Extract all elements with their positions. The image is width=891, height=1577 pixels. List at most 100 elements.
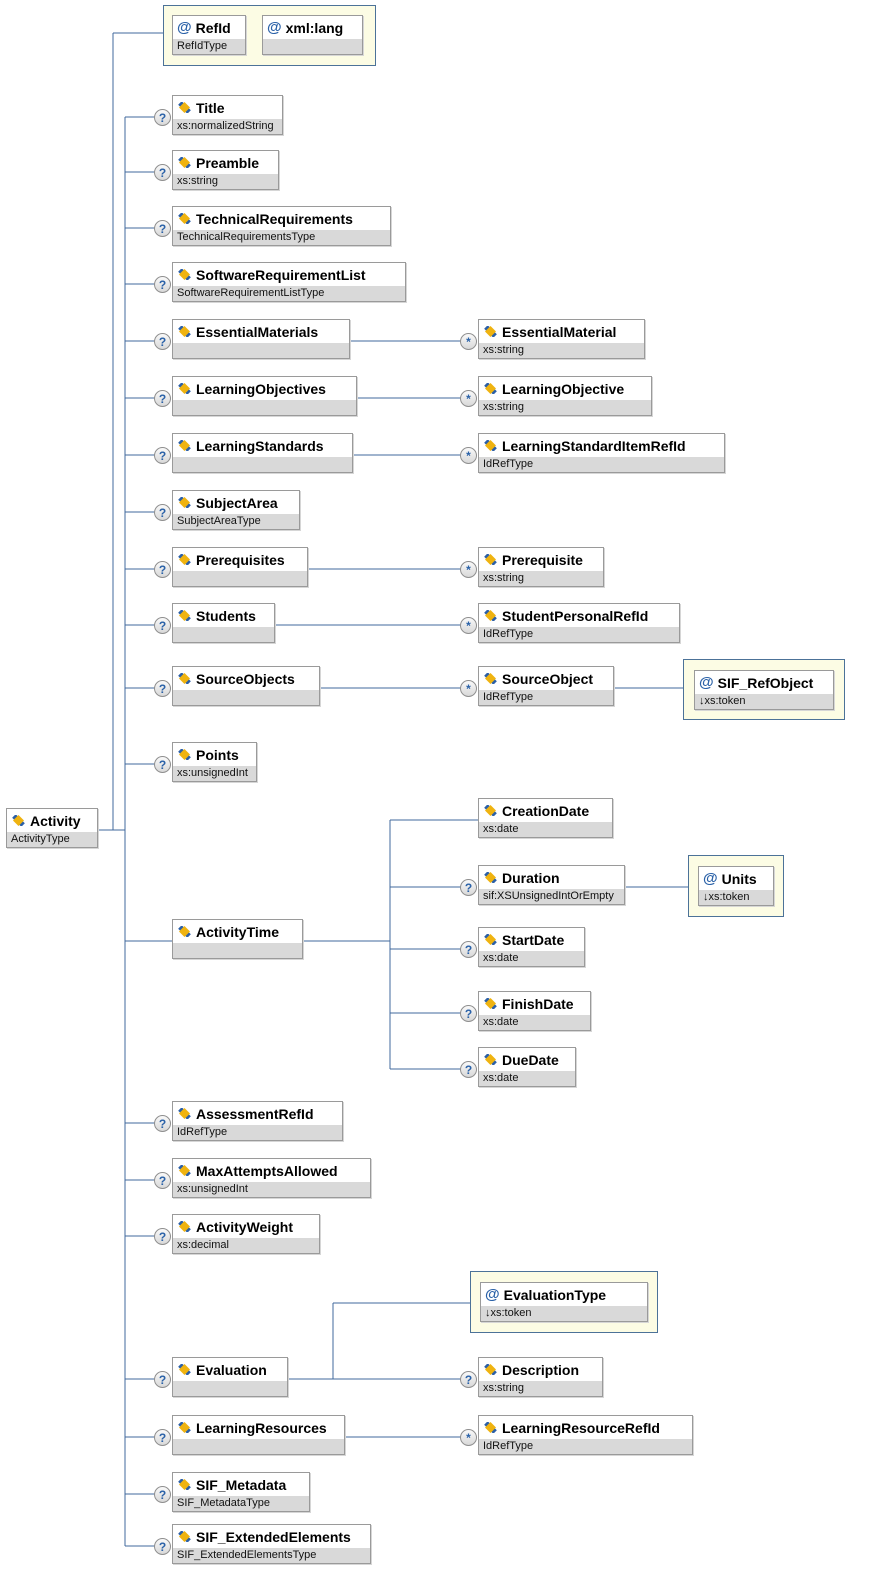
occurrence-badge: ? <box>154 1115 171 1132</box>
node-name-row: LearningStandardItemRefId <box>479 434 724 457</box>
node-name-row: Preamble <box>173 151 278 174</box>
element-icon <box>484 1054 497 1065</box>
element-prerequisite[interactable]: * Prerequisite xs:string <box>460 547 604 587</box>
occurrence-badge: ? <box>154 1429 171 1446</box>
element-icon <box>178 1422 191 1433</box>
node-label: MaxAttemptsAllowed <box>196 1162 338 1179</box>
element-preamble[interactable]: ? Preamble xs:string <box>154 150 279 190</box>
element-students[interactable]: ? Students <box>154 603 275 643</box>
node-label: SourceObject <box>502 670 594 687</box>
attribute-evaluationtype[interactable]: @ EvaluationType ↓xs:token <box>480 1282 648 1322</box>
node-label: LearningResources <box>196 1419 327 1436</box>
element-activity[interactable]: Activity ActivityType <box>6 808 98 848</box>
element-learningobjectives[interactable]: ? LearningObjectives <box>154 376 357 416</box>
element-icon <box>178 554 191 565</box>
attribute-units[interactable]: @ Units ↓xs:token <box>698 866 774 906</box>
element-icon <box>484 1364 497 1375</box>
node-type: xs:string <box>479 343 644 358</box>
node-label: SIF_RefObject <box>717 674 814 691</box>
node-type: IdRefType <box>479 627 679 642</box>
element-description[interactable]: ? Description xs:string <box>460 1357 603 1397</box>
occurrence-badge: ? <box>460 879 477 896</box>
element-evaluation[interactable]: ? Evaluation <box>154 1357 288 1397</box>
node-label: Activity <box>30 812 81 829</box>
node-name-row: SourceObjects <box>173 667 319 690</box>
element-subjectarea[interactable]: ? SubjectArea SubjectAreaType <box>154 490 300 530</box>
element-startdate[interactable]: ? StartDate xs:date <box>460 927 585 967</box>
element-finishdate[interactable]: ? FinishDate xs:date <box>460 991 591 1031</box>
occurrence-badge: ? <box>154 504 171 521</box>
element-learningresources[interactable]: ? LearningResources <box>154 1415 345 1455</box>
node-label: LearningStandardItemRefId <box>502 437 686 454</box>
element-duedate[interactable]: ? DueDate xs:date <box>460 1047 576 1087</box>
occurrence-badge: ? <box>154 109 171 126</box>
element-icon <box>178 213 191 224</box>
node-label: Prerequisites <box>196 551 285 568</box>
element-icon <box>178 440 191 451</box>
node-type: SIF_ExtendedElementsType <box>173 1548 370 1563</box>
node-name-row: Prerequisite <box>479 548 603 571</box>
node-type: SIF_MetadataType <box>173 1496 309 1511</box>
node-name-row: @ RefId <box>173 16 245 39</box>
element-essentialmaterials[interactable]: ? EssentialMaterials <box>154 319 350 359</box>
element-icon <box>484 554 497 565</box>
node-label: EssentialMaterial <box>502 323 617 340</box>
attribute-xml-lang[interactable]: @ xml:lang <box>262 15 363 55</box>
element-softwarerequirementlist[interactable]: ? SoftwareRequirementList SoftwareRequir… <box>154 262 406 302</box>
node-name-row: Title <box>173 96 282 119</box>
element-sif-metadata[interactable]: ? SIF_Metadata SIF_MetadataType <box>154 1472 310 1512</box>
node-type: xs:date <box>479 1015 590 1030</box>
element-points[interactable]: ? Points xs:unsignedInt <box>154 742 257 782</box>
node-type: RefIdType <box>173 39 245 54</box>
node-name-row: @ SIF_RefObject <box>695 671 833 694</box>
node-label: Description <box>502 1361 580 1378</box>
occurrence-badge: ? <box>154 1228 171 1245</box>
element-maxattemptsallowed[interactable]: ? MaxAttemptsAllowed xs:unsignedInt <box>154 1158 371 1198</box>
element-learningresourcerefid[interactable]: * LearningResourceRefId IdRefType <box>460 1415 693 1455</box>
element-title[interactable]: ? Title xs:normalizedString <box>154 95 283 135</box>
node-name-row: LearningObjectives <box>173 377 356 400</box>
element-learningstandarditemrefid[interactable]: * LearningStandardItemRefId IdRefType <box>460 433 725 473</box>
element-sourceobjects[interactable]: ? SourceObjects <box>154 666 320 706</box>
occurrence-badge: * <box>460 617 477 634</box>
node-type: ActivityType <box>7 832 97 847</box>
element-icon <box>178 610 191 621</box>
element-icon <box>178 157 191 168</box>
element-studentpersonalrefid[interactable]: * StudentPersonalRefId IdRefType <box>460 603 680 643</box>
occurrence-badge: ? <box>460 941 477 958</box>
element-duration[interactable]: ? Duration sif:XSUnsignedIntOrEmpty <box>460 865 625 905</box>
element-technicalrequirements[interactable]: ? TechnicalRequirements TechnicalRequire… <box>154 206 391 246</box>
element-icon <box>484 440 497 451</box>
occurrence-badge: * <box>460 333 477 350</box>
element-icon <box>12 815 25 826</box>
element-activityweight[interactable]: ? ActivityWeight xs:decimal <box>154 1214 320 1254</box>
element-icon <box>178 326 191 337</box>
element-prerequisites[interactable]: ? Prerequisites <box>154 547 308 587</box>
node-name-row: EssentialMaterials <box>173 320 349 343</box>
element-learningobjective[interactable]: * LearningObjective xs:string <box>460 376 652 416</box>
element-icon <box>484 1422 497 1433</box>
occurrence-badge: ? <box>154 1538 171 1555</box>
node-name-row: Activity <box>7 809 97 832</box>
node-label: StudentPersonalRefId <box>502 607 649 624</box>
attribute-sif-refobject[interactable]: @ SIF_RefObject ↓xs:token <box>694 670 834 710</box>
node-label: LearningObjective <box>502 380 625 397</box>
element-sourceobject[interactable]: * SourceObject IdRefType <box>460 666 614 706</box>
element-creationdate[interactable]: CreationDate xs:date <box>478 798 613 838</box>
node-label: EssentialMaterials <box>196 323 319 340</box>
element-essentialmaterial[interactable]: * EssentialMaterial xs:string <box>460 319 645 359</box>
node-type <box>173 457 352 472</box>
element-icon <box>178 926 191 937</box>
element-assessmentrefid[interactable]: ? AssessmentRefId IdRefType <box>154 1101 343 1141</box>
occurrence-badge: * <box>460 680 477 697</box>
node-name-row: SIF_Metadata <box>173 1473 309 1496</box>
node-name-row: LearningStandards <box>173 434 352 457</box>
attribute-refid[interactable]: @ RefId RefIdType <box>172 15 246 55</box>
element-activitytime[interactable]: ActivityTime <box>172 919 303 959</box>
occurrence-badge: ? <box>154 333 171 350</box>
node-type: xs:normalizedString <box>173 119 282 134</box>
node-name-row: Students <box>173 604 274 627</box>
element-icon <box>484 998 497 1009</box>
element-sif-extendedelements[interactable]: ? SIF_ExtendedElements SIF_ExtendedEleme… <box>154 1524 371 1564</box>
element-learningstandards[interactable]: ? LearningStandards <box>154 433 353 473</box>
